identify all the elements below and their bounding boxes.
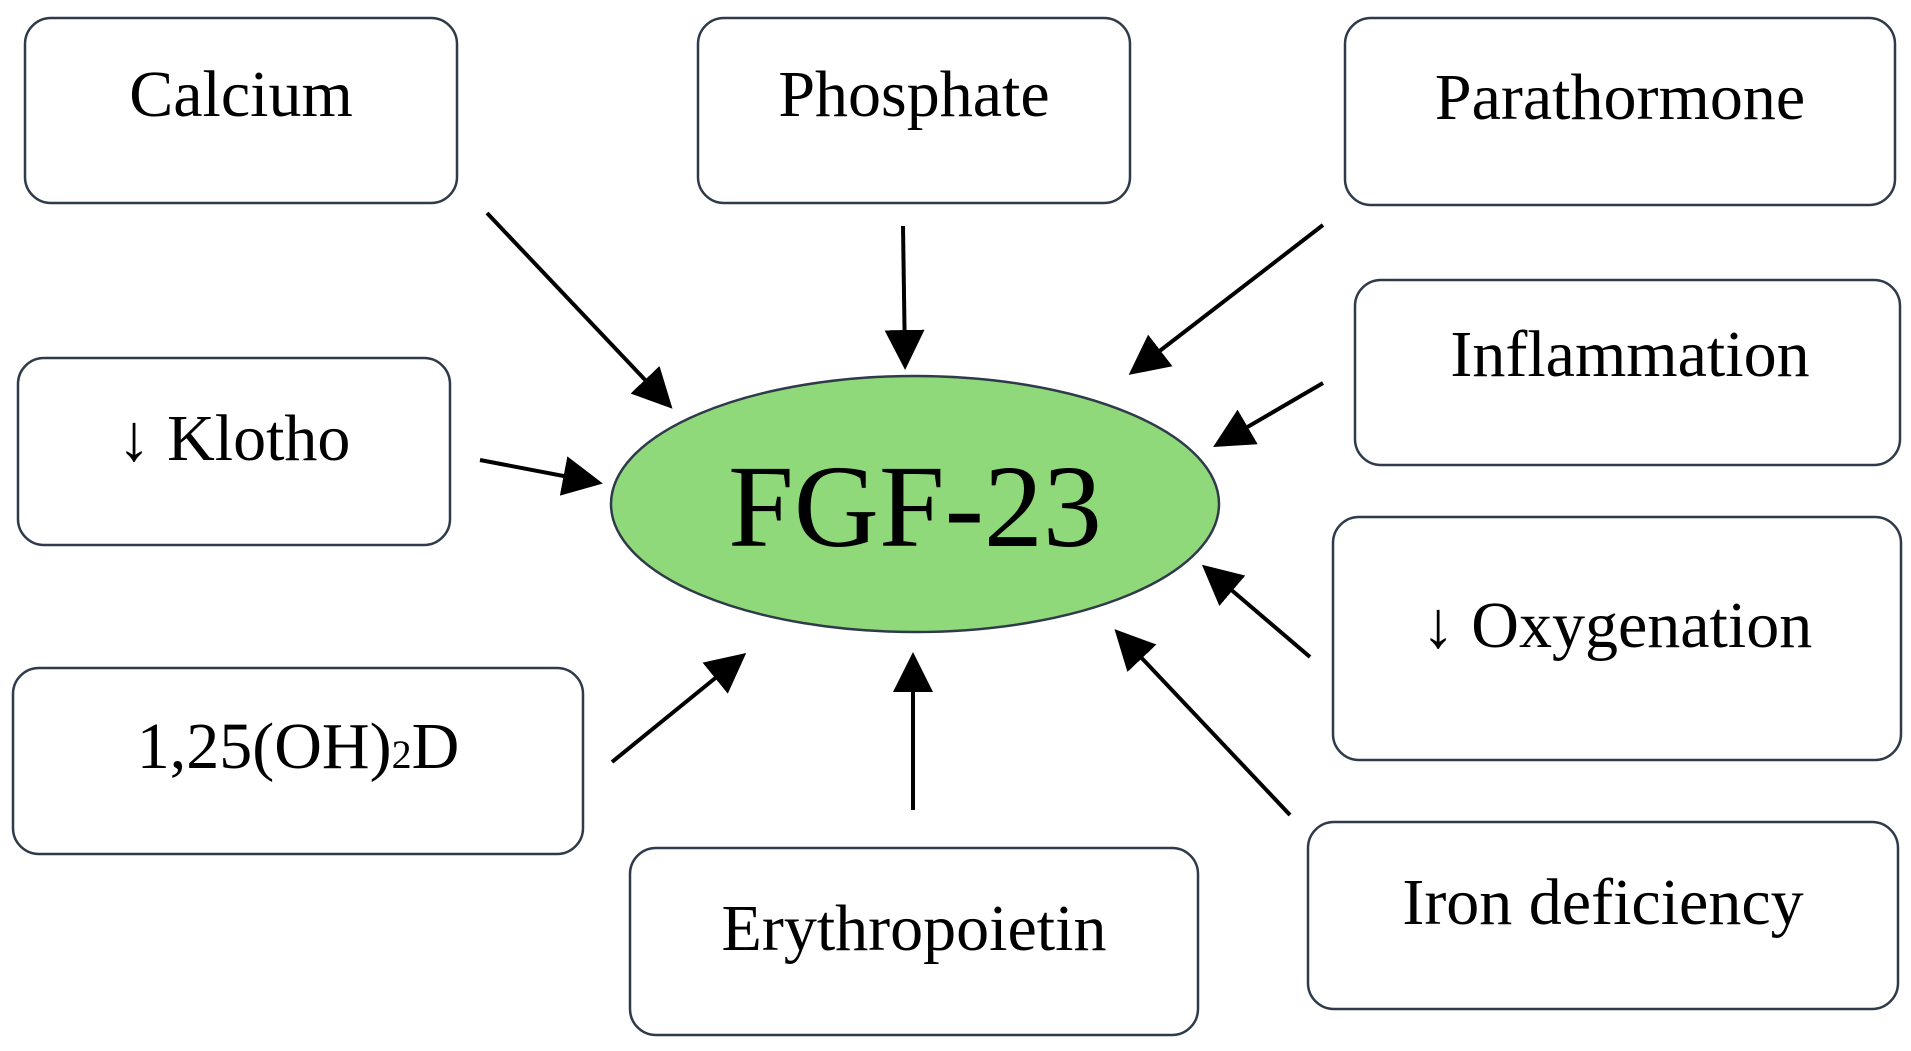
iron-deficiency-label: Iron deficiency bbox=[1402, 866, 1803, 939]
oxygenation-box-frame bbox=[1331, 515, 1903, 762]
erythropoietin-box-frame bbox=[628, 846, 1200, 1037]
vitamin-d-main: 1,25(OH) bbox=[137, 710, 392, 783]
vitamin-d-label: 1,25(OH)2D bbox=[137, 710, 459, 783]
phosphate-label: Phosphate bbox=[778, 58, 1049, 131]
arrow-vitamin-d bbox=[610, 652, 747, 764]
vitamin-d-box-frame bbox=[11, 666, 585, 856]
arrow-inflammation bbox=[1213, 381, 1325, 448]
fgf23-ellipse bbox=[609, 374, 1221, 634]
parathormone-box: Parathormone bbox=[1343, 16, 1897, 207]
vitamin-d-box: 1,25(OH)2D bbox=[11, 666, 585, 856]
parathormone-label: Parathormone bbox=[1435, 61, 1805, 134]
phosphate-box: Phosphate bbox=[696, 16, 1132, 205]
calcium-box: Calcium bbox=[23, 16, 459, 205]
calcium-label: Calcium bbox=[129, 58, 353, 131]
klotho-label: ↓ Klotho bbox=[118, 402, 351, 475]
parathormone-box-frame bbox=[1343, 16, 1897, 207]
oxygenation-box: ↓ Oxygenation bbox=[1331, 515, 1903, 762]
erythropoietin-box: Erythropoietin bbox=[628, 846, 1200, 1037]
oxygenation-label: ↓ Oxygenation bbox=[1422, 589, 1812, 662]
calcium-box-frame bbox=[23, 16, 459, 205]
vitamin-d-suffix: D bbox=[412, 710, 460, 783]
arrow-oxygenation bbox=[1201, 564, 1312, 659]
arrow-klotho bbox=[479, 456, 603, 496]
arrow-phosphate bbox=[884, 225, 925, 370]
phosphate-box-frame bbox=[696, 16, 1132, 205]
klotho-box: ↓ Klotho bbox=[16, 356, 452, 547]
arrow-iron-deficiency bbox=[1114, 629, 1292, 817]
iron-deficiency-box-frame bbox=[1306, 820, 1900, 1011]
fgf23-node: FGF-23 bbox=[609, 374, 1221, 634]
vitamin-d-subscript: 2 bbox=[392, 732, 412, 777]
fgf23-label: FGF-23 bbox=[728, 441, 1102, 572]
inflammation-box: Inflammation bbox=[1353, 278, 1902, 467]
inflammation-box-frame bbox=[1353, 278, 1902, 467]
inflammation-label: Inflammation bbox=[1450, 318, 1809, 391]
iron-deficiency-box: Iron deficiency bbox=[1306, 820, 1900, 1011]
arrow-parathormone bbox=[1128, 223, 1325, 375]
klotho-box-frame bbox=[16, 356, 452, 547]
arrow-calcium bbox=[485, 211, 673, 409]
erythropoietin-label: Erythropoietin bbox=[722, 892, 1107, 965]
